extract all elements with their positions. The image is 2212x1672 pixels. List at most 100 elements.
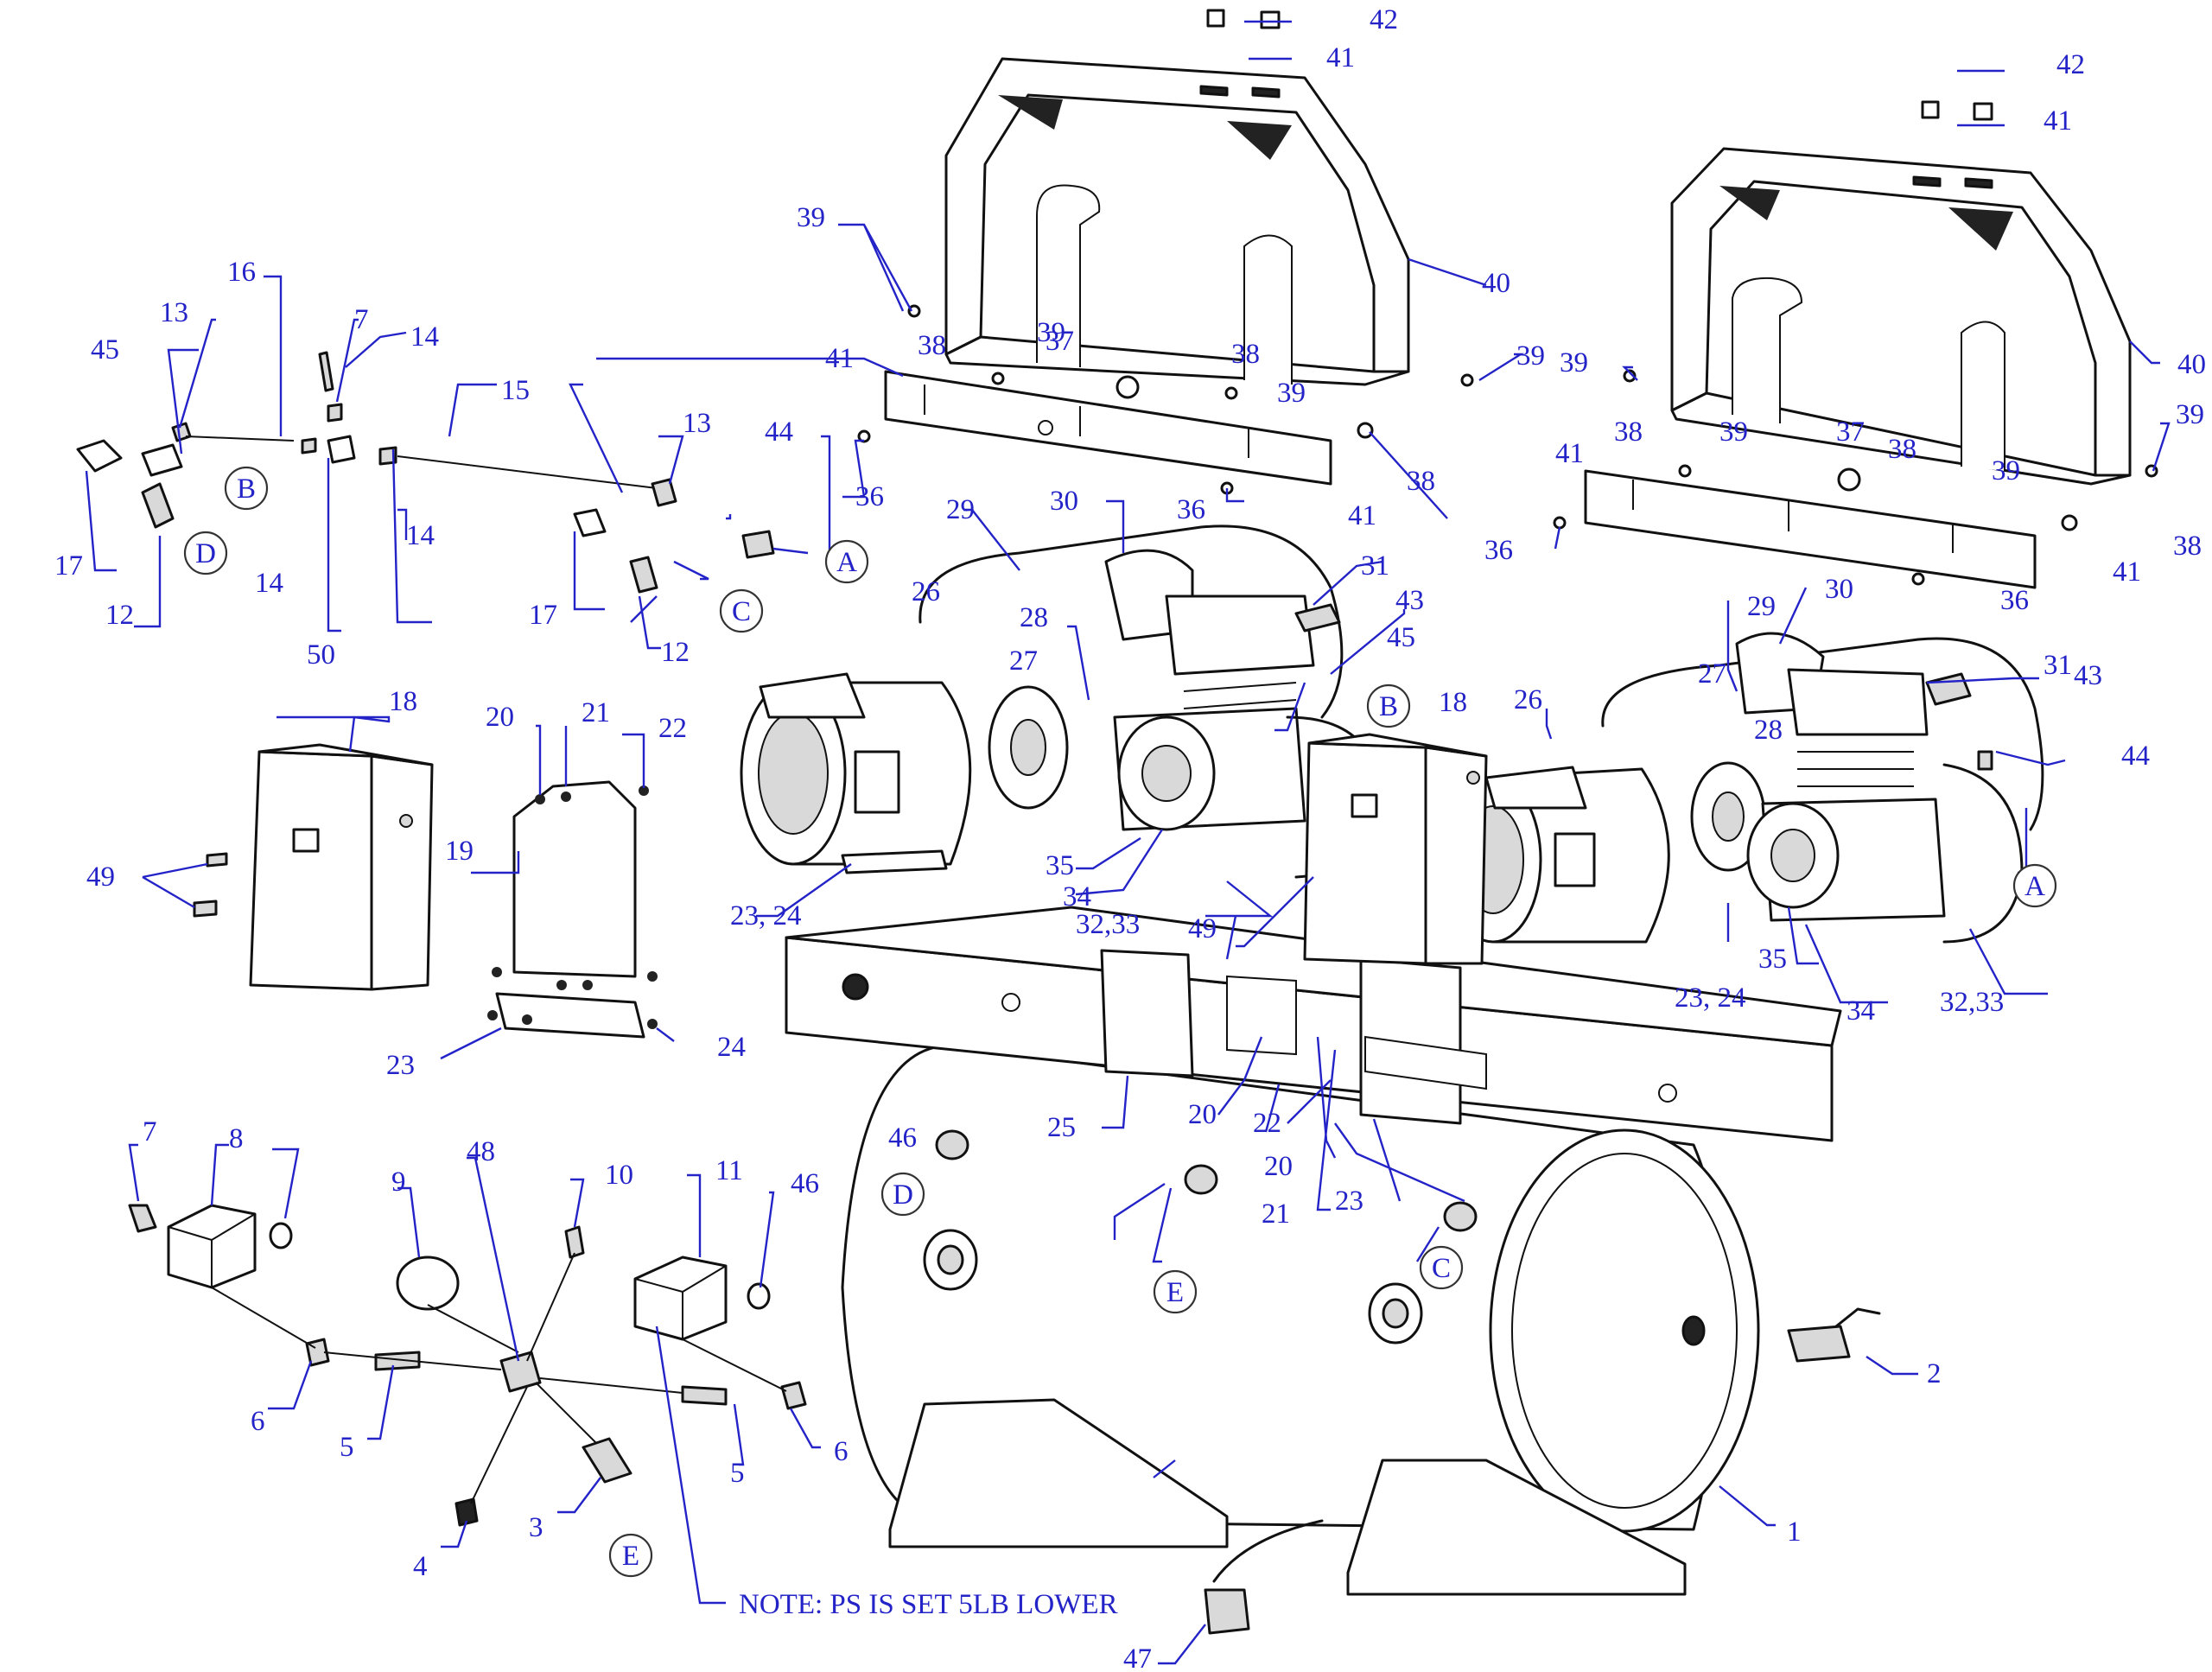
part-label-20-2: 20: [1188, 1099, 1217, 1130]
part-label-31-2: 31: [2044, 650, 2072, 681]
part-label-3-1: 3: [529, 1512, 543, 1543]
part-label-37-2: 37: [1836, 416, 1865, 448]
part-label-39-5: 39: [1560, 347, 1588, 378]
part-label-40-2: 40: [2177, 349, 2206, 380]
part-label-7-2: 7: [143, 1116, 157, 1148]
part-label-30-1: 30: [1050, 486, 1078, 517]
part-label-41-1: 41: [825, 343, 854, 374]
part-label-18-1: 18: [389, 686, 417, 717]
note-text: NOTE: PS IS SET 5LB LOWER: [739, 1589, 1118, 1620]
part-label-21-1: 21: [582, 697, 610, 728]
part-label-13-1: 13: [160, 297, 188, 328]
pressure-switch-box-right: [1303, 733, 1488, 965]
part-label-36-4: 36: [2000, 585, 2029, 616]
svg-text:C: C: [1432, 1253, 1451, 1284]
part-label-34-1: 34: [1063, 881, 1091, 912]
part-label-15-1: 15: [501, 375, 530, 406]
part-label-41-6: 41: [2113, 556, 2141, 588]
part-label-17-2: 17: [529, 600, 557, 631]
part-label-46-2: 46: [791, 1168, 819, 1199]
leader-lines: [85, 20, 2171, 1665]
svg-text:E: E: [622, 1541, 639, 1572]
part-label-35-1: 35: [1046, 850, 1074, 881]
part-label-40-1: 40: [1482, 268, 1510, 299]
part-label-39-7: 39: [1992, 455, 2020, 486]
part-label-41-5: 41: [2044, 105, 2072, 137]
svg-text:D: D: [195, 538, 216, 569]
part-label-4-1: 4: [413, 1551, 428, 1582]
part-label-38-4: 38: [1614, 416, 1643, 448]
part-label-38-6: 38: [2173, 531, 2202, 562]
part-label-27-2: 27: [1698, 658, 1726, 690]
part-label-23-1: 23: [386, 1050, 415, 1081]
svg-text:B: B: [1379, 691, 1398, 722]
part-label-28-2: 28: [1754, 715, 1783, 746]
svg-text:B: B: [237, 474, 256, 505]
callout-c-2: C: [1419, 1245, 1464, 1290]
part-label-39-8: 39: [2176, 399, 2204, 430]
part-label-24-1: 24: [717, 1032, 746, 1063]
belt-guard-right: [1584, 147, 2132, 589]
part-label-20-3: 20: [1264, 1151, 1293, 1182]
part-label-23-24-2: 23, 24: [1675, 982, 1746, 1014]
part-label-31-1: 31: [1361, 550, 1389, 582]
part-label-44-1: 44: [765, 416, 793, 448]
svg-text:E: E: [1166, 1277, 1184, 1308]
part-label-14-2: 14: [255, 568, 283, 599]
part-label-5-1: 5: [340, 1432, 354, 1463]
part-label-6-1: 6: [251, 1406, 265, 1437]
part-label-23-2: 23: [1335, 1186, 1363, 1217]
part-label-48-1: 48: [467, 1136, 495, 1167]
part-label-5-2: 5: [730, 1458, 745, 1489]
part-label-26-1: 26: [912, 576, 940, 607]
motor-left: [740, 672, 1069, 874]
part-label-25-1: 25: [1047, 1112, 1076, 1143]
part-label-16-1: 16: [227, 257, 256, 288]
part-label-29-2: 29: [1747, 591, 1776, 622]
part-label-46-1: 46: [888, 1122, 917, 1154]
part-label-32-33-2: 32,33: [1940, 987, 2004, 1018]
part-label-44-2: 44: [2121, 741, 2150, 772]
lower-piping: [128, 1204, 807, 1527]
svg-text:A: A: [2024, 871, 2045, 902]
callout-a-1: A: [824, 539, 869, 584]
part-label-20-1: 20: [486, 702, 514, 733]
part-label-22-1: 22: [658, 713, 687, 744]
part-label-6-2: 6: [834, 1436, 849, 1467]
part-label-8-1: 8: [229, 1123, 244, 1154]
part-label-41-4: 41: [1555, 438, 1584, 469]
part-label-10-1: 10: [605, 1160, 633, 1191]
svg-text:D: D: [893, 1179, 913, 1211]
pump-left: [1104, 549, 1384, 879]
part-label-43-1: 43: [1395, 585, 1424, 616]
pressure-switch-box-left: [193, 743, 434, 991]
part-label-14-3: 14: [406, 520, 435, 551]
callout-d-1: D: [183, 531, 228, 575]
part-label-14-1: 14: [410, 321, 439, 353]
part-label-26-2: 26: [1514, 684, 1542, 715]
part-label-2-1: 2: [1927, 1358, 1942, 1389]
part-label-34-2: 34: [1847, 995, 1875, 1027]
belt-guard-left: [884, 57, 1410, 486]
part-label-22-2: 22: [1253, 1108, 1281, 1139]
callout-b-2: B: [1366, 683, 1411, 728]
part-label-19-1: 19: [445, 836, 474, 867]
part-label-32-33-1: 32,33: [1076, 909, 1140, 940]
air-tank: [841, 1044, 1881, 1635]
svg-text:A: A: [836, 547, 857, 578]
part-label-35-2: 35: [1758, 944, 1787, 975]
part-label-27-1: 27: [1009, 645, 1038, 677]
part-label-45-2: 45: [1387, 622, 1415, 653]
part-label-47-1: 47: [1123, 1643, 1152, 1672]
part-label-36-2: 36: [1177, 494, 1205, 525]
part-label-28-1: 28: [1020, 602, 1048, 633]
base-channel: [785, 906, 1842, 1142]
part-label-38-1: 38: [918, 330, 946, 361]
part-label-13-2: 13: [683, 408, 711, 439]
callout-e-1: E: [608, 1533, 653, 1578]
pump-right: [1735, 632, 2024, 944]
part-label-38-5: 38: [1888, 434, 1916, 465]
part-label-17-1: 17: [54, 550, 83, 582]
